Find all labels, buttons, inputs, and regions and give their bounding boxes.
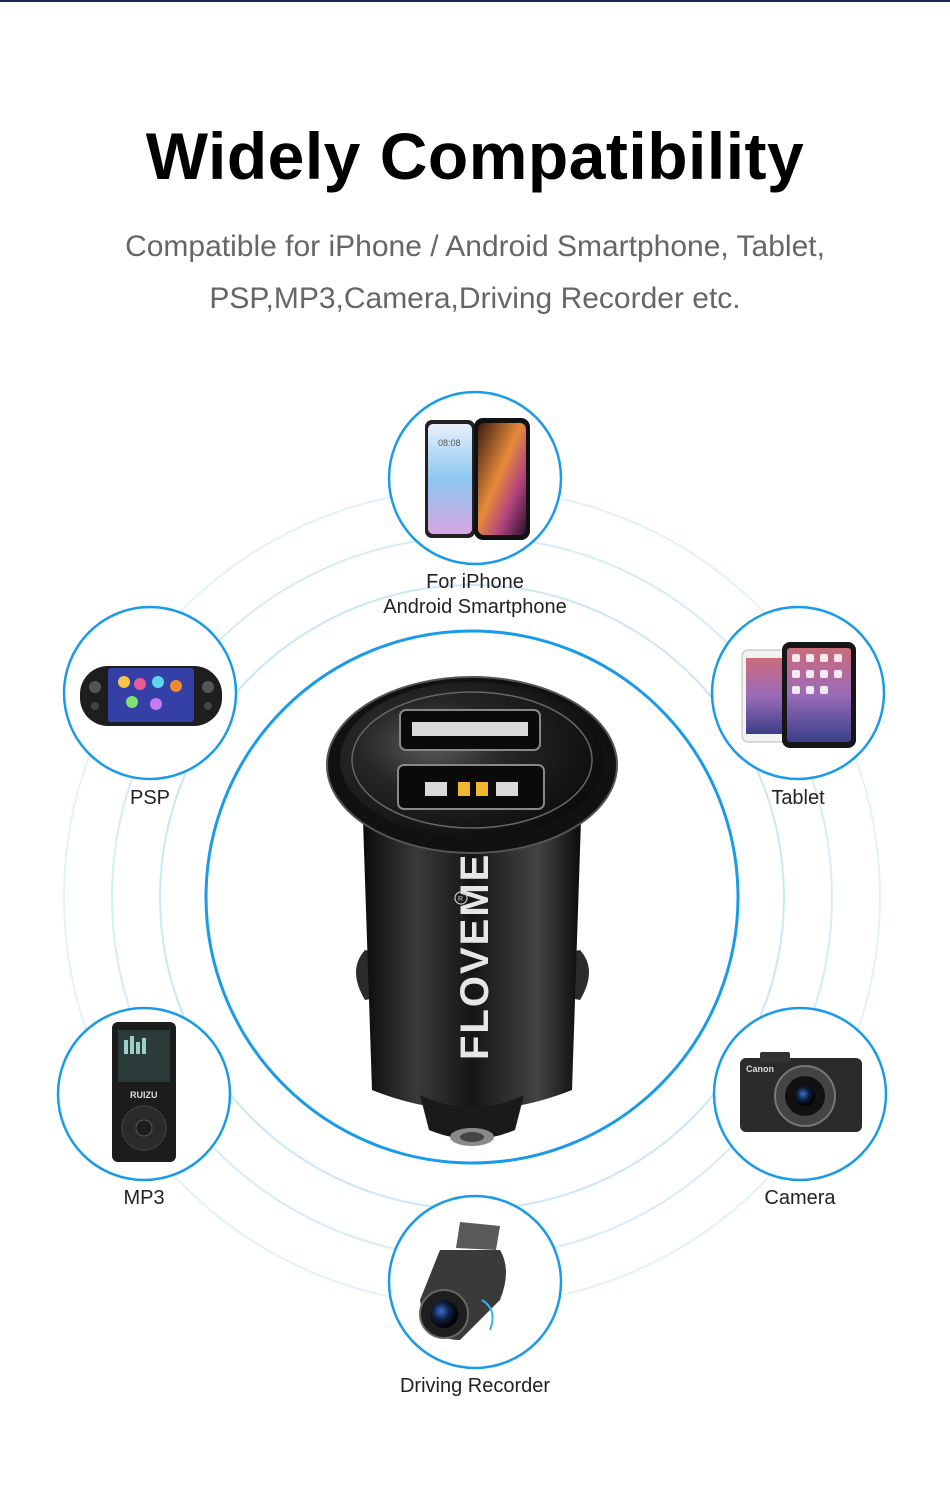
device-label-tablet: Tablet (771, 787, 825, 809)
device-label-phone: For iPhone Android Smartphone (360, 570, 590, 620)
subtitle-line-2: PSP,MP3,Camera,Driving Recorder etc. (209, 282, 741, 315)
device-label-recorder: Driving Recorder (399, 1375, 551, 1397)
smartphone-icon: 08:08 (425, 418, 530, 540)
device-driving-recorder (387, 1194, 563, 1370)
device-phone: 08:08 (387, 390, 563, 566)
mp3-player-icon: RUIZU (112, 1022, 176, 1162)
usb-port-bottom (397, 764, 545, 810)
device-label-phone-line2: Android Smartphone (383, 596, 567, 618)
top-border (0, 0, 950, 2)
device-mp3: RUIZU (56, 1006, 232, 1182)
device-label-camera: Camera (764, 1187, 836, 1209)
device-camera: Canon (712, 1006, 888, 1182)
device-tablet (710, 605, 886, 781)
device-label-psp: PSP (129, 787, 171, 809)
camera-icon: Canon (740, 1052, 862, 1132)
camera-brand-text: Canon (746, 1064, 774, 1074)
usb-port-top (399, 709, 541, 751)
game-console-icon (80, 666, 222, 726)
mp3-brand-text: RUIZU (130, 1090, 158, 1100)
device-label-phone-line1: For iPhone (426, 571, 524, 593)
phone-screen-time: 08:08 (438, 438, 461, 448)
car-charger-image: FLOVEME R (326, 676, 618, 1146)
registered-mark-text: R (458, 896, 463, 903)
device-label-mp3: MP3 (123, 1187, 165, 1209)
subtitle-line-1: Compatible for iPhone / Android Smartpho… (125, 230, 825, 263)
tablet-icon (741, 642, 856, 748)
registered-mark-icon (454, 891, 468, 905)
page-title: Widely Compatibility (145, 119, 805, 193)
charger-brand-text: FLOVEME (453, 853, 497, 1060)
device-psp (62, 605, 238, 781)
dashcam-icon (419, 1222, 506, 1340)
